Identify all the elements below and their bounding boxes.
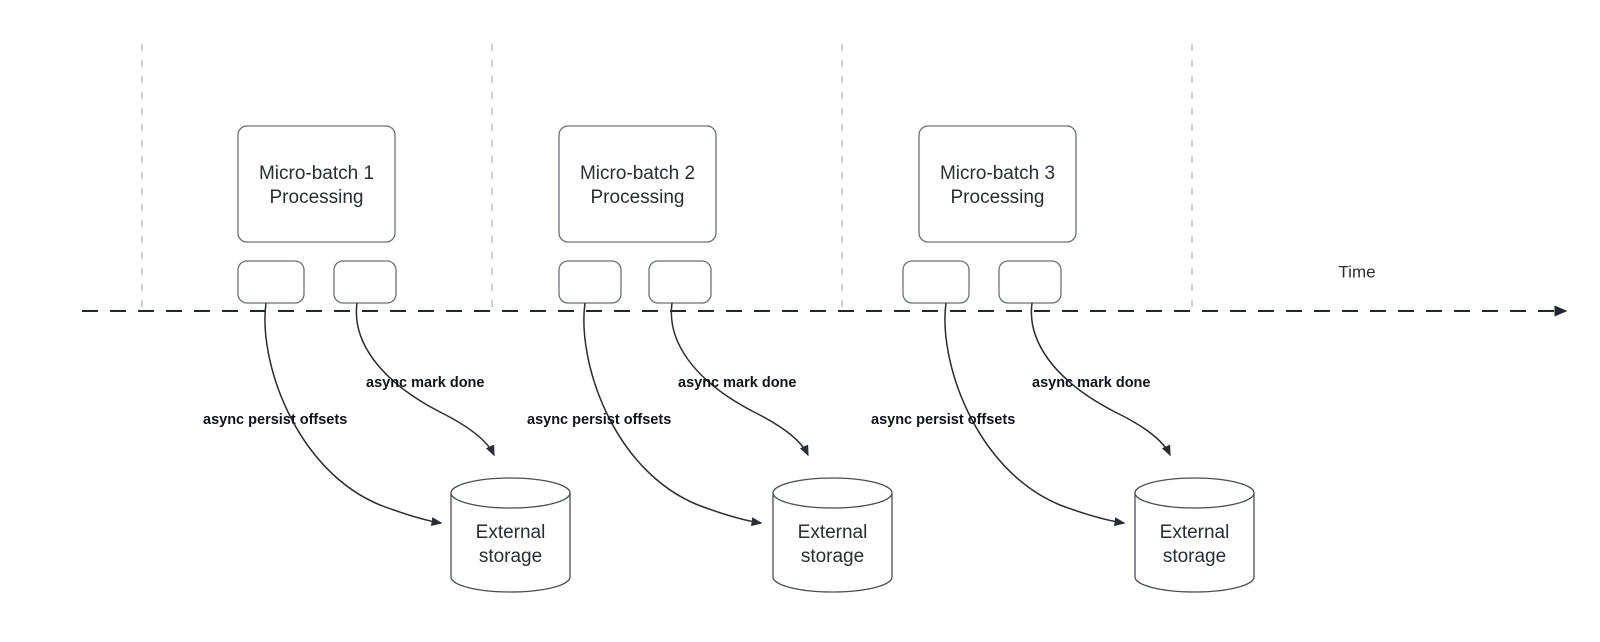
svg-text:Processing: Processing: [591, 187, 685, 208]
persist-offsets-3-label: async persist offsets: [871, 412, 1015, 428]
task-box-1-1[interactable]: [237, 260, 305, 304]
mark-done-1-label: async mark done: [366, 375, 484, 391]
svg-text:External: External: [476, 522, 546, 543]
group-1: Micro-batch 1 Processing async persist off…: [203, 125, 571, 593]
task-box-2-1[interactable]: [558, 260, 622, 304]
time-axis-label: Time: [1338, 262, 1375, 281]
task-box-3-2[interactable]: [998, 260, 1062, 304]
external-storage-label-3: External storage: [1160, 522, 1230, 567]
task-box-1-2[interactable]: [333, 260, 397, 304]
svg-text:Processing: Processing: [270, 187, 364, 208]
svg-text:Micro-batch 3: Micro-batch 3: [940, 163, 1055, 184]
persist-offsets-1-arrow: [264, 302, 443, 527]
micro-batch-label-2: Micro-batch 2 Processing: [580, 163, 695, 208]
mark-done-2-label: async mark done: [678, 375, 796, 391]
svg-text:Processing: Processing: [951, 187, 1045, 208]
svg-text:External: External: [1160, 522, 1230, 543]
svg-text:storage: storage: [1163, 546, 1226, 567]
micro-batch-box-2[interactable]: [558, 125, 717, 243]
svg-text:External: External: [798, 522, 868, 543]
persist-offsets-3-arrow: [944, 302, 1126, 527]
svg-text:storage: storage: [479, 546, 542, 567]
micro-batch-box-3[interactable]: [918, 125, 1077, 243]
svg-text:Micro-batch 2: Micro-batch 2: [580, 163, 695, 184]
external-storage-1[interactable]: [450, 477, 571, 593]
external-storage-3[interactable]: [1134, 477, 1255, 593]
svg-text:storage: storage: [801, 546, 864, 567]
task-box-2-2[interactable]: [648, 260, 712, 304]
micro-batch-label-3: Micro-batch 3 Processing: [940, 163, 1055, 208]
task-box-3-1[interactable]: [902, 260, 970, 304]
mark-done-1-arrow: [355, 302, 495, 457]
persist-offsets-2-arrow: [583, 302, 763, 527]
external-storage-label-2: External storage: [798, 522, 868, 567]
svg-text:Micro-batch 1: Micro-batch 1: [259, 163, 374, 184]
persist-offsets-1-label: async persist offsets: [203, 412, 347, 428]
external-storage-2[interactable]: [772, 477, 893, 593]
external-storage-label-1: External storage: [476, 522, 546, 567]
mark-done-3-label: async mark done: [1032, 375, 1150, 391]
mark-done-3-arrow: [1030, 302, 1171, 457]
mark-done-2-arrow: [670, 302, 809, 457]
micro-batch-label-1: Micro-batch 1 Processing: [259, 163, 374, 208]
group-3: Micro-batch 3 Processing async persist off…: [871, 125, 1255, 593]
phase-separators: [141, 44, 1193, 311]
micro-batch-box-1[interactable]: [237, 125, 396, 243]
group-2: Micro-batch 2 Processing async persist off…: [527, 125, 893, 593]
micro-batch-groups: Micro-batch 1 Processing async persist off…: [203, 125, 1255, 593]
persist-offsets-2-label: async persist offsets: [527, 412, 671, 428]
